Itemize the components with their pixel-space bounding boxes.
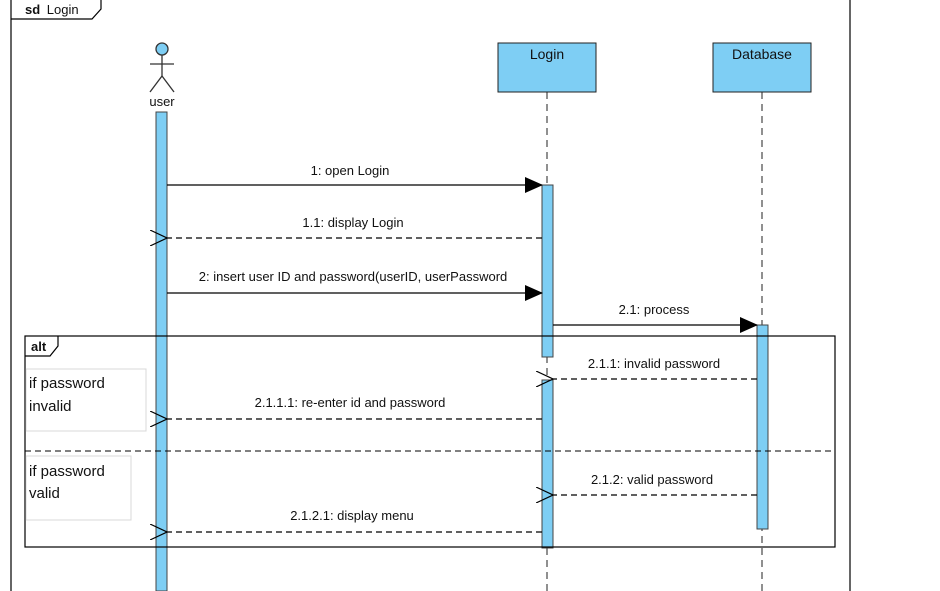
database-head-box xyxy=(712,42,812,93)
message-label: 2.1: process xyxy=(619,302,690,317)
frame-name: Login xyxy=(47,2,79,17)
guard-invalid-line2: invalid xyxy=(29,398,72,415)
login-activation-bar-2 xyxy=(541,379,554,549)
message-label: 2.1.1: invalid password xyxy=(588,356,720,371)
alt-frame-border xyxy=(24,335,836,548)
actor-user[interactable]: user xyxy=(149,42,175,109)
login-activation-bar-1 xyxy=(541,184,554,358)
message-2-1-1-1-re-enter[interactable]: 2.1.1.1: re-enter id and password xyxy=(167,395,542,419)
message-2-insert-credentials[interactable]: 2: insert user ID and password(userID, u… xyxy=(167,269,543,301)
guard-valid-line1: if password xyxy=(29,463,105,480)
message-2-1-process[interactable]: 2.1: process xyxy=(553,302,758,333)
message-label: 2.1.2: valid password xyxy=(591,472,713,487)
message-2-1-2-1-display-menu[interactable]: 2.1.2.1: display menu xyxy=(167,508,542,532)
message-label: 1: open Login xyxy=(311,163,390,178)
sd-frame: sd Login xyxy=(10,0,851,591)
frame-keyword: sd xyxy=(25,2,40,17)
actor-label: user xyxy=(149,94,175,109)
alt-keyword: alt xyxy=(31,339,47,354)
message-2-1-2-valid-password[interactable]: 2.1.2: valid password xyxy=(553,472,757,495)
message-1-1-display-login[interactable]: 1.1: display Login xyxy=(167,215,542,238)
alt-label-tab xyxy=(25,336,59,357)
guard-valid-line2: valid xyxy=(29,485,60,502)
guard-invalid-line1: if password xyxy=(29,375,105,392)
alt-fragment: alt if password invalid if password vali… xyxy=(24,335,836,548)
message-label: 1.1: display Login xyxy=(302,215,403,230)
guard-box-invalid xyxy=(25,368,147,432)
guard-box-valid xyxy=(25,455,132,521)
login-head-label: Login xyxy=(530,46,564,62)
user-activation-bar xyxy=(155,111,168,591)
lifeline-database[interactable]: Database xyxy=(712,42,812,591)
message-2-1-1-invalid-password[interactable]: 2.1.1: invalid password xyxy=(553,356,757,379)
stick-figure-icon xyxy=(149,42,175,93)
message-label: 2: insert user ID and password(userID, u… xyxy=(199,269,508,284)
message-label: 2.1.2.1: display menu xyxy=(290,508,414,523)
message-1-open-login[interactable]: 1: open Login xyxy=(167,163,543,193)
database-head-label: Database xyxy=(732,46,792,62)
frame-title: sd Login xyxy=(25,2,79,17)
message-label: 2.1.1.1: re-enter id and password xyxy=(255,395,446,410)
lifeline-login[interactable]: Login xyxy=(497,42,597,591)
database-activation-bar xyxy=(756,324,769,530)
